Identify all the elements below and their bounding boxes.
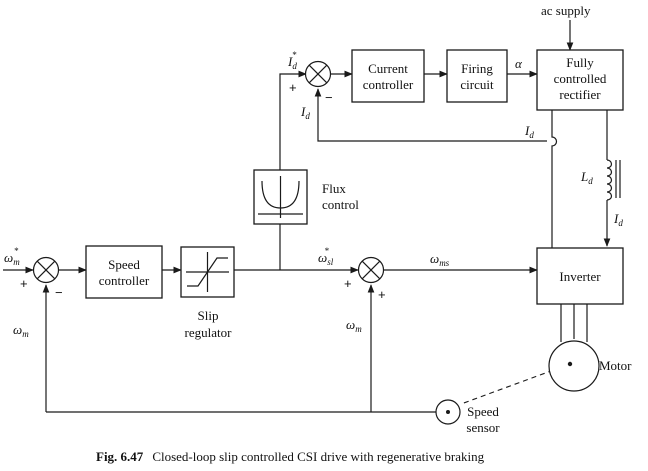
rectifier-line3: rectifier [559, 87, 601, 102]
omega-m-feedback-label-left: ωm [13, 322, 29, 339]
motor-label: Motor [599, 358, 632, 373]
speed-sensor-line2: sensor [466, 420, 500, 435]
slip-regulator-line2: regulator [185, 325, 233, 340]
rectifier-line1: Fully [566, 55, 594, 70]
current-controller-line1: Current [368, 61, 408, 76]
summing-junction-speed [32, 256, 60, 284]
speed-sensor-dot [446, 410, 450, 414]
firing-circuit-line2: circuit [460, 77, 494, 92]
id-ref-label: Id* [287, 50, 297, 71]
omega-ms-label: ωms [430, 251, 450, 268]
rectifier-block [536, 49, 624, 111]
speed-controller-block [85, 245, 163, 299]
wire-id-feedback [314, 88, 547, 142]
inductor-coil [606, 159, 613, 201]
firing-circuit-block [446, 49, 508, 103]
omega-m-ref-label: ωm* [4, 246, 20, 267]
alpha-label: α [515, 56, 523, 71]
inductor-label: Ld [580, 169, 593, 186]
omega-m-feedback-label-right: ωm [346, 317, 362, 334]
current-controller-block [351, 49, 425, 103]
flux-control-line1: Flux [322, 181, 346, 196]
ac-supply-label: ac supply [541, 3, 591, 18]
sj-slip-plus-left: + [344, 276, 352, 291]
id-feedback-label-right: Id [524, 123, 534, 140]
motor-circle [548, 340, 600, 392]
speed-sensor-line1: Speed [467, 404, 499, 419]
sj-speed-plus: + [20, 276, 28, 291]
inverter-label: Inverter [559, 269, 601, 284]
current-controller-line2: controller [363, 77, 414, 92]
omega-sl-ref-label: ωsl* [318, 246, 334, 267]
sj-current-minus: − [325, 90, 333, 105]
sj-slip-plus-bottom: + [378, 287, 386, 302]
motor-shaft-dot [567, 361, 573, 367]
limiter-icon [186, 252, 229, 292]
rectifier-line2: controlled [554, 71, 607, 86]
firing-circuit-line1: Firing [461, 61, 493, 76]
dc-link-left-upper [551, 110, 558, 150]
sj-speed-minus: − [55, 285, 63, 300]
id-feedback-label-left: Id [300, 104, 310, 121]
inverter-block [536, 247, 624, 305]
summing-junction-current [304, 60, 332, 88]
flux-control-line2: control [322, 197, 359, 212]
id-dc-link-label: Id [613, 211, 623, 228]
speed-controller-line2: controller [99, 273, 150, 288]
flux-curve-icon [258, 176, 303, 218]
wire-flux-to-sj1 [279, 70, 307, 170]
slip-regulator-line1: Slip [198, 308, 219, 323]
summing-junction-slip [357, 256, 385, 284]
speed-controller-line1: Speed [108, 257, 140, 272]
sj-current-plus: + [289, 80, 297, 95]
